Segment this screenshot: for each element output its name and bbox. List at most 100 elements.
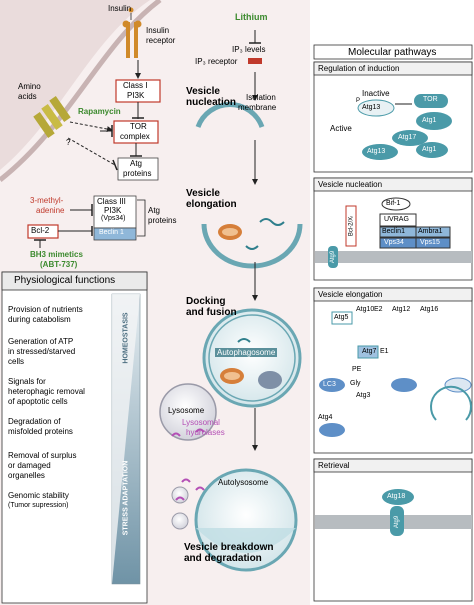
e2-label: E2: [374, 306, 383, 313]
docking-label-2: and fusion: [186, 307, 237, 318]
bh3-label-2: (ABT-737): [40, 260, 78, 269]
physio-item-2-line-1: Generation of ATP: [8, 337, 74, 346]
physio-item-2-line-2: in stressed/starved: [8, 347, 76, 356]
uvrag-label: UVRAG: [384, 216, 409, 223]
methyladenine-label-2: adenine: [36, 206, 65, 215]
physio-item-5-line-1: Removal of surplus: [8, 451, 77, 460]
lithium-label: Lithium: [235, 12, 268, 22]
atg13-inactive-label: Atg13: [362, 104, 381, 111]
atg5-label: Atg5: [334, 314, 349, 321]
breakdown-label-1: Vesicle breakdown: [184, 542, 274, 553]
atg12-label: Atg12: [392, 306, 411, 313]
physio-item-1-line-1: Provision of nutrients: [8, 305, 83, 314]
atg9-nucleation-label: Atg9: [330, 250, 336, 264]
pe-label: PE: [352, 366, 362, 373]
e1-label: E1: [380, 348, 389, 355]
vesicle-nucleation-title: Vesicle nucleation: [318, 180, 383, 189]
atg-proteins-box: [117, 157, 159, 181]
vesicle-elongation-label-1: Vesicle: [186, 188, 220, 199]
class3-label-2: PI3K: [104, 206, 122, 215]
gly-label: Gly: [350, 380, 361, 387]
bif1-label: Bif-1: [386, 200, 401, 207]
elongation-vesicle: [201, 218, 303, 269]
atg3-label: Atg3: [356, 392, 371, 399]
physio-item-4-line-1: Degradation of: [8, 417, 61, 426]
bcl2-label: Bcl-2: [31, 226, 50, 235]
isolation-membrane: [195, 101, 265, 128]
amino-label-1: Amino: [18, 82, 41, 91]
physio-item-2-line-3: cells: [8, 357, 25, 366]
induction-shapes: [357, 94, 452, 160]
atg1-active-label: Atg1: [422, 146, 437, 153]
regulation-induction-title: Regulation of induction: [318, 64, 400, 73]
atg-label-2: proteins: [123, 169, 152, 178]
ambra1-label: Ambra1: [418, 228, 443, 235]
physio-item-3-line-1: Signals for: [8, 377, 46, 386]
physio-item-5-line-3: organelles: [8, 471, 45, 480]
physio-list: Provision of nutrients during catabolism…: [8, 305, 108, 511]
insulin-receptor-icon: [122, 7, 142, 58]
lysosomal-label-1: Lysosomal: [182, 418, 220, 427]
elongation-shapes: [319, 311, 472, 437]
insulin-receptor-label-1: Insulin: [146, 26, 170, 35]
nucleation-shapes: [315, 197, 472, 268]
physio-item-5-line-2: or damaged: [8, 461, 51, 470]
atg9-retrieval-label: Atg9: [394, 515, 400, 529]
lithium-ip3: [248, 30, 262, 64]
retrieval-title: Retrieval: [318, 461, 350, 470]
autophagosome-label: Autophagosome: [215, 348, 278, 357]
class1-label-1: Class I: [123, 81, 148, 90]
isolation-membrane-label-2: membrane: [238, 103, 277, 112]
vps34-label: Vps34: [384, 239, 404, 246]
atg10-label: Atg10: [356, 306, 375, 313]
atg-proteins-b-label-2: proteins: [148, 216, 177, 225]
question-mark: ?: [66, 138, 71, 147]
lysosomal-label-2: hydrolases: [186, 428, 225, 437]
docking-label-1: Docking: [186, 296, 226, 307]
insulin-label: Insulin: [108, 4, 132, 13]
beclin-label: Beclin 1: [99, 229, 124, 236]
class3-label-1: Class III: [97, 197, 126, 206]
autolysosome-label: Autolysosome: [218, 478, 269, 487]
autolysosome: [175, 468, 298, 572]
atg13-active-label: Atg13: [367, 148, 386, 155]
homeostasis-label: HOMEOSTASIS: [122, 312, 130, 364]
atg-label-1: Atg: [130, 159, 143, 168]
bh3-label-1: BH3 mimetics: [30, 250, 83, 259]
class1-label-2: PI3K: [127, 91, 145, 100]
physio-item-4-line-2: misfolded proteins: [8, 427, 73, 436]
amino-label-2: acids: [18, 92, 37, 101]
arrow-amino-to-tor: [69, 121, 113, 133]
ip3-levels-label: IP₃ levels: [232, 45, 266, 54]
methyladenine-label-1: 3-methyl-: [30, 196, 64, 205]
atg1-label: Atg1: [422, 117, 437, 124]
breakdown-label-2: and degradation: [184, 553, 262, 564]
tor-label-2: complex: [120, 132, 150, 141]
physio-item-6-line-2: (Tumor supression): [8, 502, 69, 509]
retrieval-shapes: [315, 489, 472, 536]
physiological-functions-title: Physiological functions: [14, 275, 116, 286]
vesicle-elongation-label-2: elongation: [186, 199, 237, 210]
class3-label-3: (Vps34): [101, 215, 126, 222]
physio-item-6-line-1: Genomic stability: [8, 491, 69, 500]
lysosome-label: Lysosome: [168, 406, 205, 415]
physio-item-3-line-2: heterophagic removal: [8, 387, 85, 396]
atg7-label: Atg7: [362, 348, 377, 355]
bcl2xl-label: Bcl-2/Xₗ: [348, 215, 355, 237]
active-label: Active: [330, 124, 352, 133]
physio-item-1-line-2: during catabolism: [8, 315, 71, 324]
lc3-label: LC3: [323, 381, 336, 388]
ip3-receptor-label: IP₃ receptor: [195, 57, 238, 66]
atg4-label: Atg4: [318, 414, 333, 421]
physiological-panel: [1, 271, 148, 604]
insulin-receptor-label-2: receptor: [146, 36, 176, 45]
stress-adaptation-label: STRESS ADAPTATION: [122, 460, 130, 536]
atg16-label: Atg16: [420, 306, 439, 313]
atg18-label: Atg18: [387, 493, 406, 500]
tor-induction-label: TOR: [423, 96, 438, 103]
autophagosome: [202, 308, 302, 408]
physio-item-3-line-3: of apoptotic cells: [8, 397, 68, 406]
isolation-membrane-label-1: Isolation: [246, 93, 276, 102]
